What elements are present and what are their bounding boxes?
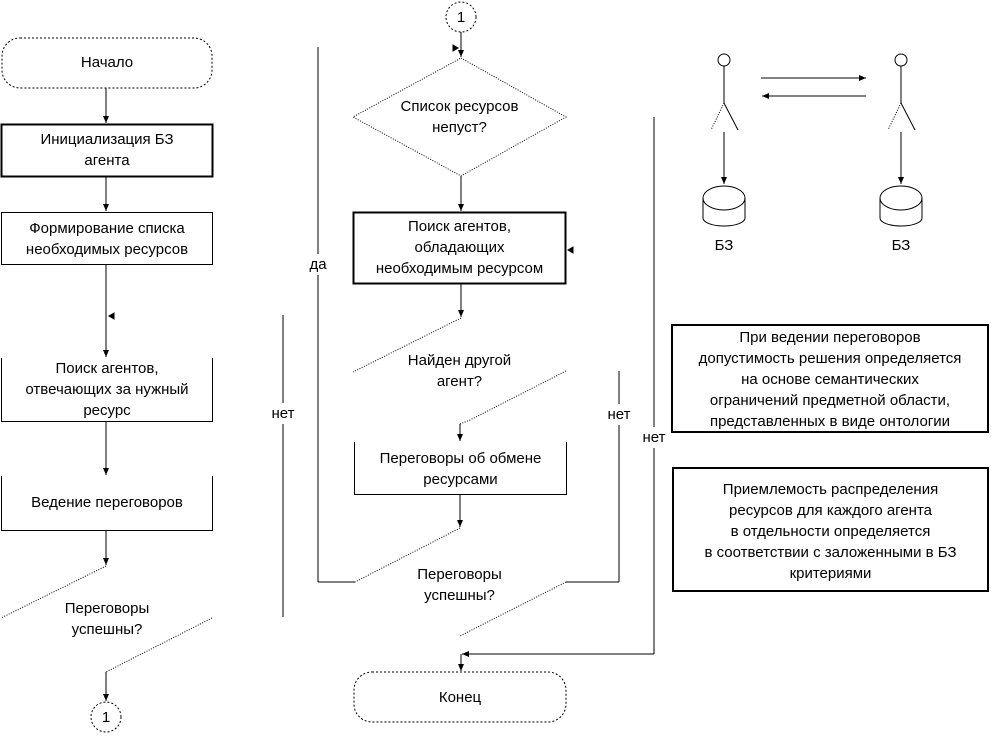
kb-right-label: БЗ [891, 237, 911, 254]
negotiate-label: Ведение переговоров [31, 494, 183, 511]
acceptability-note: Приемлемость распределения ресурсов для … [672, 467, 989, 592]
kb-left-label: БЗ [714, 237, 734, 254]
form-list-label: Формирование списка необходимых ресурсов [25, 220, 189, 258]
decision2-left-edge [352, 317, 462, 373]
label-no-outer: нет [638, 427, 670, 448]
connector-in [445, 1, 477, 33]
end-terminal [353, 671, 567, 723]
loop-entry-marker [108, 312, 115, 320]
kb-left-database-icon [702, 185, 746, 227]
decision2-right-edge [469, 370, 567, 421]
decision2-stub [459, 419, 471, 425]
negotiate-exchange-box [354, 442, 567, 495]
decision-list-nonempty-label: Список ресурсов непуст? [400, 98, 519, 136]
kb-right-database-icon [879, 185, 923, 227]
decision-success-label: Переговоры успешны? [64, 600, 150, 638]
end-label: Конец [438, 689, 482, 706]
label-yes: да [305, 254, 331, 275]
search-owners-box [352, 211, 567, 285]
decision-other-agent-label: Найден другой агент? [407, 352, 512, 390]
label-no-left: нет [267, 403, 299, 424]
start-label: Начало [80, 54, 134, 71]
search-responsible-box [1, 358, 213, 422]
connector-out [90, 701, 122, 733]
semantic-constraints-note: При ведении переговоров допустимость реш… [671, 324, 989, 433]
agent-left-icon [710, 53, 739, 131]
negotiate-exchange-label: Переговоры об обмене ресурсами [379, 450, 542, 488]
connector-out-label: 1 [101, 709, 111, 726]
init-kb-box [0, 123, 214, 178]
agent-right-icon [887, 53, 916, 131]
loop-return-marker-right [567, 246, 574, 254]
decision-left-edge [0, 565, 107, 619]
start-terminal [1, 37, 213, 89]
decision-success-mid-label: Переговоры успешны? [417, 566, 502, 604]
search-owners-label: Поиск агентов, обладающих необходимым ре… [375, 218, 544, 277]
form-list-box [1, 212, 213, 265]
connector-in-label: 1 [456, 9, 466, 26]
search-responsible-label: Поиск агентов, отвечающих за нужный ресу… [25, 360, 189, 419]
decision3-left-edge [354, 527, 461, 583]
negotiate-box [1, 476, 213, 531]
label-no-inner: нет [603, 404, 635, 425]
init-kb-label: Инициализация БЗ агента [40, 131, 174, 169]
loop-return-marker [452, 44, 459, 52]
